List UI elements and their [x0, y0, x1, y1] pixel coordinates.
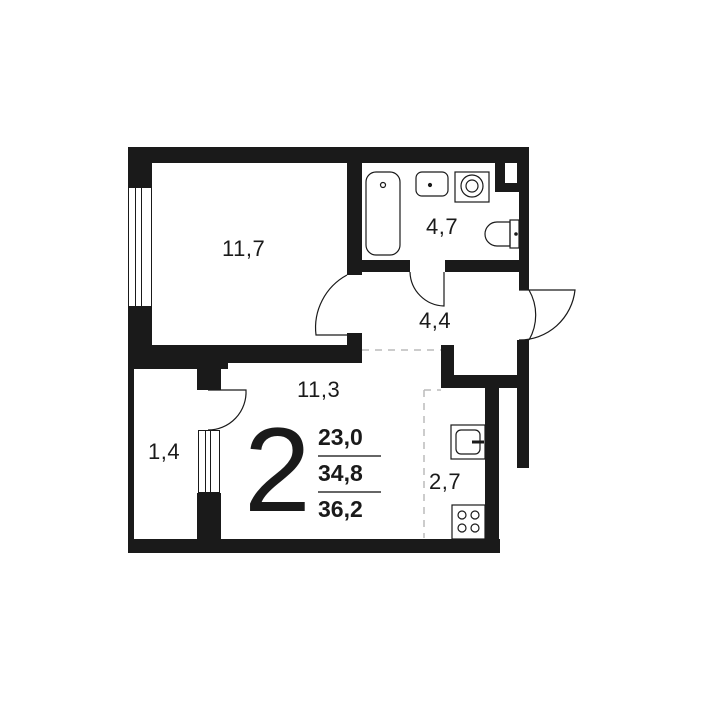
wall-left-lower — [128, 367, 134, 553]
room-area-bathroom: 4,7 — [426, 214, 459, 239]
window-kitchen-lower — [499, 430, 517, 460]
wall-hall-shelf — [441, 375, 529, 388]
total-area: 34,8 — [318, 460, 363, 486]
window-pane — [141, 188, 142, 306]
bath-vent — [411, 163, 495, 168]
wall-bath-bottom-left — [347, 260, 410, 272]
room-area-balcony: 1,4 — [148, 439, 181, 464]
wall-top — [128, 147, 528, 163]
wall-right-kitchen — [485, 385, 499, 553]
room-area-bedroom: 11,7 — [222, 236, 266, 261]
wall-hall-left-stub — [347, 333, 359, 348]
wall-balcony-top — [128, 363, 228, 369]
window-bedroom — [128, 188, 152, 306]
wall-bath-bottom-right — [445, 260, 529, 272]
wall-balcony-pier — [197, 363, 221, 390]
wall-bottom — [128, 539, 500, 553]
wall-bedroom-bottom — [128, 345, 362, 363]
wall-right-top — [519, 147, 529, 290]
living-area: 23,0 — [318, 424, 363, 450]
room-area-living: 11,3 — [297, 377, 341, 402]
glass-pane — [210, 430, 211, 493]
room-area-hallway: 4,4 — [419, 308, 452, 333]
room-area-kitchen: 2,7 — [429, 469, 462, 494]
total-area-with-balcony: 36,2 — [318, 496, 363, 522]
rooms-count: 2 — [244, 403, 311, 537]
window-kitchen-upper — [499, 392, 517, 422]
window-pane — [135, 188, 136, 306]
glass-pane — [205, 430, 206, 493]
shaft — [505, 163, 517, 183]
wall-right-lower — [517, 340, 529, 468]
divider-1 — [318, 455, 381, 457]
divider-2 — [318, 491, 381, 493]
wall-bedroom-right — [347, 147, 362, 275]
wall-balcony-pier-low — [197, 493, 221, 553]
